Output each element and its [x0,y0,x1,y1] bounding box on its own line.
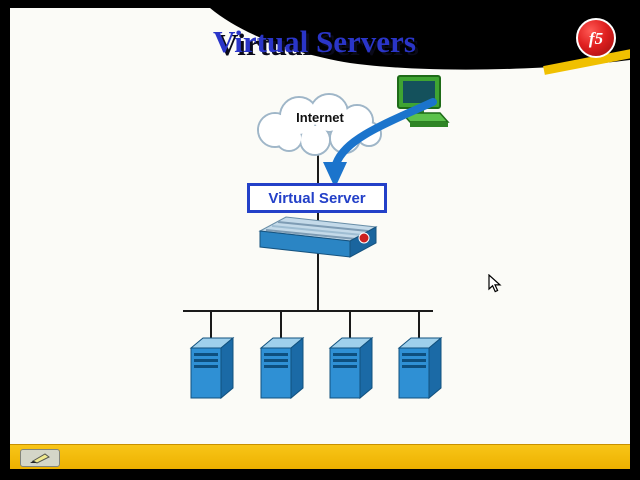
mouse-cursor-icon [488,274,502,293]
header-decoration [210,8,630,70]
slide-title: Virtual Servers [213,24,416,59]
pen-tool-button[interactable] [20,449,60,467]
network-bus-line [183,310,433,312]
server-drop-line [418,310,420,338]
server-tower-icon [189,336,235,400]
f5-logo-text: f5 [588,28,604,48]
server-tower-icon [397,336,443,400]
internet-label: Internet [296,110,344,125]
bigip-appliance-icon [256,211,382,261]
slide-canvas[interactable]: Virtual Servers f5 [10,8,630,469]
server-drop-line [210,310,212,338]
server-tower-icon [259,336,305,400]
presenter-bottom-bar [10,444,630,469]
f5-logo-icon: f5 [576,18,616,58]
connector-cloud-to-vs [317,148,319,184]
connector-vs-to-bus [317,208,319,310]
internet-cloud-icon: Internet [245,88,395,158]
server-drop-line [349,310,351,338]
server-drop-line [280,310,282,338]
server-tower-icon [328,336,374,400]
virtual-server-label: Virtual Server [268,189,366,207]
traffic-arrow-icon [323,98,437,188]
pen-icon [30,453,50,464]
virtual-server-box: Virtual Server [247,183,387,213]
